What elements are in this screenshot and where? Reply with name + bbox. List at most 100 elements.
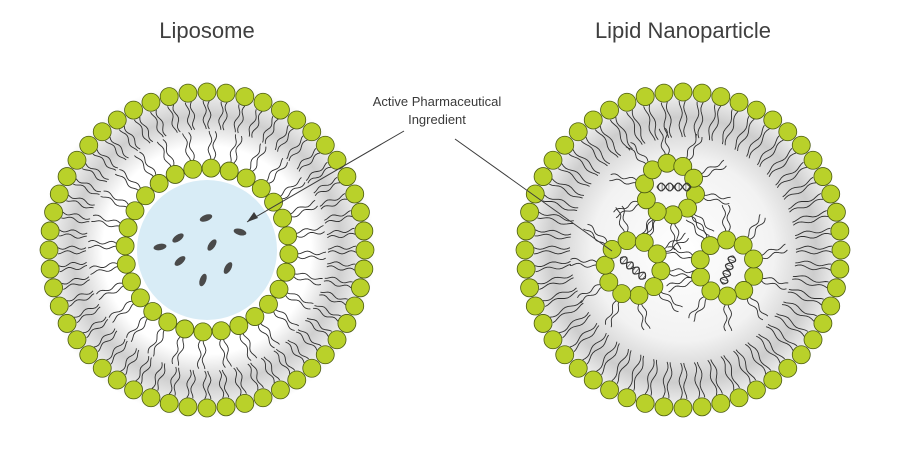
lipid-head-icon [700,236,720,255]
lipid-tail-icon [783,182,817,200]
lipid-tail-icon [534,260,571,267]
lipid-head-icon [729,92,749,112]
lipid-head-icon [803,330,823,350]
drug-molecule-icon [223,262,233,274]
lipid-head-icon [701,281,721,301]
lipid-head-icon [533,167,553,186]
lipid-tail-icon [533,250,571,255]
lipid-tail-icon [795,233,832,240]
lipid-head-icon [515,240,535,260]
lipid-tail-icon [83,316,107,334]
lipid-tail-icon [726,204,731,232]
lipid-tail-icon [75,178,101,193]
lipid-tail-icon [775,161,804,186]
lipid-head-icon [555,135,575,155]
lipid-tail-icon [147,328,162,354]
lipid-tail-icon [162,139,175,166]
lipid-tail-icon [561,163,592,185]
lipid-tail-icon [745,343,767,374]
lipid-tail-icon [201,340,207,370]
lipid-head-icon [778,122,798,142]
lipid-tail-icon [260,357,275,384]
lipid-head-icon [337,314,357,333]
lipid-tail-icon [544,290,578,307]
lipid-tail-icon [249,143,261,170]
lipid-tail-icon [549,300,583,318]
lipid-tail-icon [788,288,824,300]
lipid-tail-icon [746,298,764,321]
lipid-tail-icon [727,304,733,332]
liposome-particle [39,82,375,418]
liposome-title: Liposome [159,18,254,43]
lipid-tail-icon [320,198,348,210]
lipid-tail-icon [242,333,258,359]
liposome-outer-heads [39,82,375,418]
lipid-tail-icon [268,162,288,184]
lipid-tail-icon [280,177,302,197]
lipid-head-icon [159,87,179,106]
lipid-head-icon [673,398,693,418]
lipid-tail-icon [59,229,88,235]
api-arrowhead-liposome [247,212,258,222]
lipid-tail-icon [711,105,722,141]
lipid-tail-icon [792,275,829,283]
lipid-tail-icon [697,102,704,139]
lipid-tail-icon [134,155,154,177]
lipid-tail-icon [236,367,247,394]
lipid-tail-icon [758,333,785,360]
lipid-head-icon [647,244,667,264]
dna-strand-icon [619,256,647,280]
lnp-inner-micelle-heads [595,153,764,306]
lipid-head-icon [830,259,850,279]
lipid-head-icon [543,150,563,170]
lipid-head-icon [253,388,273,408]
lipid-tail-icon [580,286,602,304]
lipid-tail-icon [615,207,625,233]
lipid-head-icon [57,314,77,333]
lipid-tail-icon [296,148,317,170]
lipid-tail-icon [748,128,770,159]
lipid-tail-icon [85,163,109,180]
lipid-head-icon [40,259,60,279]
lipid-tail-icon [93,214,121,224]
lipid-tail-icon [324,276,353,284]
lipid-head-icon [673,156,693,176]
dna-strand-icon [656,182,692,192]
lipid-tail-icon [693,298,707,322]
lipid-tail-icon [643,106,656,141]
lipid-head-icon [673,82,693,102]
lipid-head-icon [315,345,335,365]
lipid-head-icon [600,380,619,400]
lipid-tail-icon [535,229,572,236]
lipid-tail-icon [296,225,324,234]
lipid-head-icon [136,186,155,206]
lipid-tail-icon [664,232,686,250]
lipid-tail-icon [693,362,700,399]
lipid-head-icon [791,135,811,155]
lipid-tail-icon [327,261,356,267]
lipid-head-icon [351,278,370,298]
lipid-tail-icon [615,203,639,219]
lipid-tail-icon [552,302,584,324]
lipid-tail-icon [568,153,599,176]
lnp-title: Lipid Nanoparticle [595,18,771,43]
lipid-head-icon [827,278,846,298]
lipid-tail-icon [202,370,207,400]
lipid-head-icon [264,192,283,212]
lipid-tail-icon [130,318,148,343]
liposome-inner-tails [87,130,327,370]
lipid-tail-icon [678,100,683,138]
lipid-tail-icon [768,152,797,178]
lipid-tail-icon [229,134,237,163]
lipid-tail-icon [787,291,822,306]
lipid-tail-icon [298,152,321,172]
lipid-head-icon [44,202,63,222]
lnp-particle [515,82,851,418]
lipid-head-icon [654,83,674,103]
lipid-head-icon [279,244,299,264]
lipid-tail-icon [693,213,715,232]
lipid-tail-icon [151,362,163,389]
lipid-tail-icon [296,231,325,238]
lipid-tail-icon [582,332,607,361]
